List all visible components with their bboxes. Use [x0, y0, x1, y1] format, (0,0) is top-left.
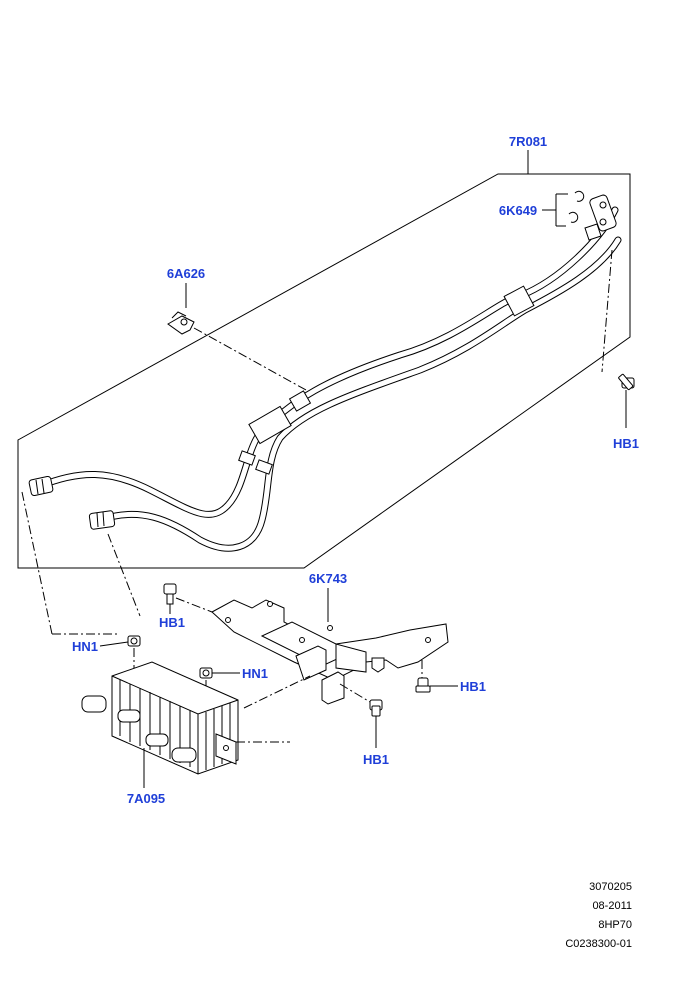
callout-hb1-upper[interactable]: HB1: [613, 436, 639, 451]
callout-hb1-bracket-bottom[interactable]: HB1: [363, 752, 389, 767]
bolt-hb1-bracket-bottom: [369, 699, 383, 717]
drawing-date: 08-2011: [592, 900, 632, 912]
callout-7a095[interactable]: 7A095: [127, 791, 165, 806]
drawing-info-block: 3070205 08-2011 8HP70 C0238300-01: [512, 878, 632, 954]
seals-6k649: [542, 190, 585, 227]
clip-6a626: [167, 311, 195, 335]
callout-7r081[interactable]: 7R081: [509, 134, 547, 149]
cooler-7a095: [81, 661, 239, 775]
callout-hb1-bracket-left[interactable]: HB1: [159, 615, 185, 630]
cooler-pipes: [28, 194, 622, 552]
callout-hb1-bracket-right[interactable]: HB1: [460, 679, 486, 694]
nut-hn1-left: [127, 635, 141, 647]
bolt-hb1-bracket-left: [163, 583, 177, 605]
callout-6a626[interactable]: 6A626: [167, 266, 205, 281]
callout-hn1-left[interactable]: HN1: [72, 639, 98, 654]
callout-6k649[interactable]: 6K649: [499, 203, 537, 218]
nut-hn1-center: [199, 667, 213, 679]
bracket-6k743: [211, 599, 449, 705]
callout-6k743[interactable]: 6K743: [309, 571, 347, 586]
pipe-assembly-frame: [17, 173, 631, 569]
drawing-number: 3070205: [589, 881, 632, 893]
bolt-hb1-bracket-right: [415, 677, 431, 693]
transmission-model: 8HP70: [598, 919, 632, 931]
bolt-hb1-upper: [618, 373, 635, 391]
callout-hn1-center[interactable]: HN1: [242, 666, 268, 681]
drawing-code: C0238300-01: [565, 938, 632, 950]
